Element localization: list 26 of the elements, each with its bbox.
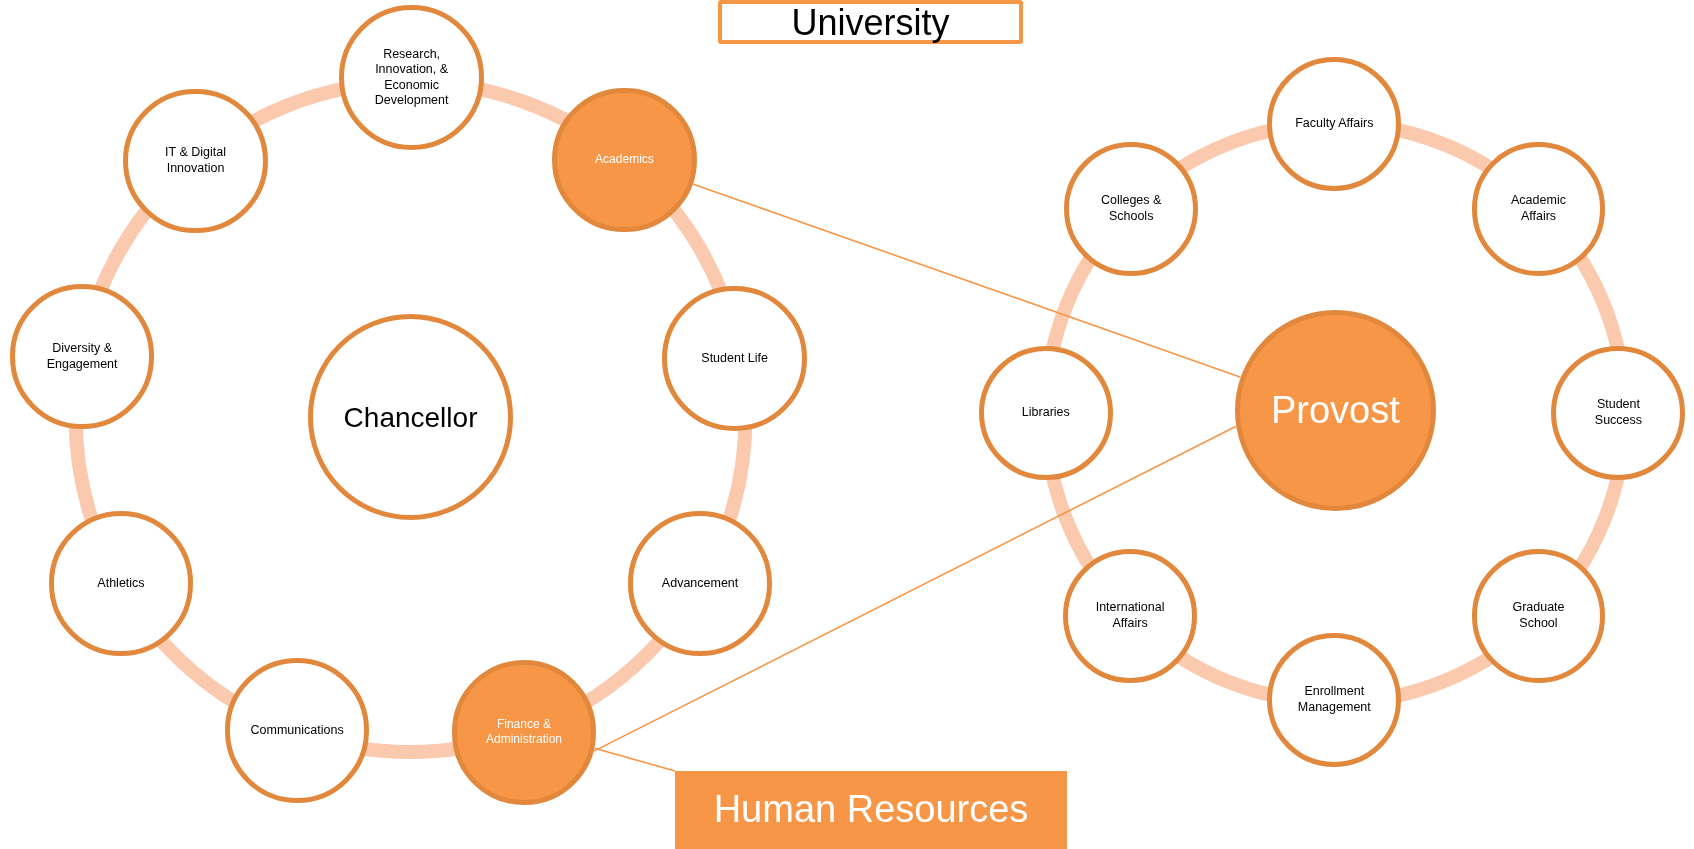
node-label: Provost (1270, 387, 1400, 433)
node-label: Academics (595, 152, 654, 168)
connector-line (691, 183, 1242, 378)
node-label: IT & Digital Innovation (164, 145, 227, 177)
connector-line (593, 425, 1237, 752)
node-label: Colleges & Schools (1099, 192, 1163, 225)
node-label: Enrollment Management (1296, 684, 1372, 716)
connector-line (593, 747, 676, 772)
node-label: University (791, 0, 950, 45)
banner-box (675, 771, 1067, 849)
node-label: Chancellor (343, 400, 478, 435)
node-label: Communications (250, 722, 344, 739)
node-label: Diversity & Engagement (45, 340, 119, 373)
node-label: Athletics (97, 575, 145, 592)
node-label: Research, Innovation, & Economic Development (373, 46, 450, 109)
node-label: Academic Affairs (1510, 192, 1567, 225)
node-label: Student Life (701, 350, 768, 367)
node-label: Human Resources (713, 787, 1029, 833)
node-label: Libraries (1021, 404, 1070, 421)
node-label: Student Success (1593, 397, 1644, 429)
node-label: International Affairs (1094, 600, 1166, 632)
node-label: Advancement (661, 575, 739, 592)
node-label: Faculty Affairs (1295, 116, 1374, 133)
node-label: Graduate School (1511, 600, 1566, 632)
title-box (718, 0, 1023, 44)
node-label: Finance & Administration (484, 717, 563, 748)
